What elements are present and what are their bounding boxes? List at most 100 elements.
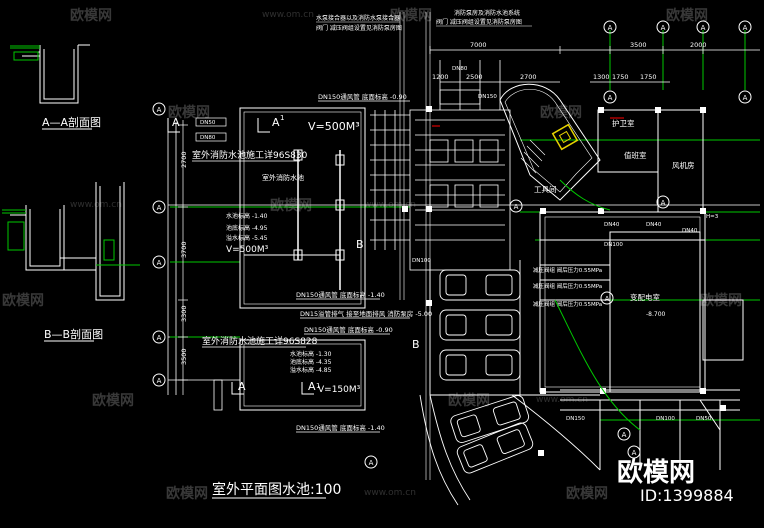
room-labels: 护卫室 值班室 风机房 工具间 变配电室 <box>534 118 695 302</box>
dim-label: 2000 <box>690 41 707 49</box>
stair-steps <box>520 139 546 174</box>
axis-label: A <box>743 24 748 32</box>
pipe-dn: DN40 <box>682 228 698 234</box>
pool-note: 水池标高 -1.40 <box>226 212 268 220</box>
dim-label: 2500 <box>466 73 483 81</box>
axis-bubbles <box>152 20 752 469</box>
upper-pool-name: 室外消防水池 <box>262 173 304 182</box>
room-transformer: 变配电室 <box>630 292 660 302</box>
dim-label: 1750 <box>640 73 657 81</box>
pipe-dn: DN100 <box>656 416 675 422</box>
axis-label: A <box>157 377 162 385</box>
stair-icon <box>551 123 579 151</box>
pipe-dn: DN50 <box>200 120 216 126</box>
top-note: 消防泵房及消防水池系统 <box>454 9 520 17</box>
pipe-dn: DN100 <box>604 242 623 248</box>
building-right <box>499 83 744 470</box>
dim-label: 1750 <box>612 73 629 81</box>
lower-pool-ref: 室外消防水池施工详96S828 <box>202 335 318 347</box>
axis-label: A <box>743 94 748 102</box>
axis-label: A <box>632 449 637 457</box>
room-elev: -8.700 <box>646 311 666 318</box>
dim-label: 2700 <box>180 151 188 168</box>
section-marker-b: B <box>356 238 364 251</box>
pool-note: 水池标高 -1.30 <box>290 350 332 358</box>
axis-label: A <box>157 259 162 267</box>
dim-label: 1300 <box>593 73 610 81</box>
axis-label: A <box>514 203 519 211</box>
watermark-brand: 欧模网 <box>166 486 208 502</box>
section-marker-a: A <box>172 116 180 129</box>
room-guard: 护卫室 <box>612 118 635 128</box>
pipe-dn: DN40 <box>604 222 620 228</box>
section-aa <box>10 44 90 104</box>
pipe-note: 减压阀组 阀后压力0.55MPa <box>533 266 602 274</box>
axis-label: A <box>157 106 162 114</box>
upper-pool <box>239 107 366 309</box>
axis-label: A <box>701 24 706 32</box>
drawing-title: 室外平面图水池:100 <box>212 481 341 498</box>
dim-label: 2700 <box>520 73 537 81</box>
room-tool: 工具间 <box>534 185 557 194</box>
section-marker-a: A <box>308 380 316 393</box>
pipe-dn: DN40 <box>646 222 662 228</box>
pump-room <box>370 60 511 271</box>
room-fan: 风机房 <box>672 160 695 170</box>
dim-label: 3300 <box>180 305 188 322</box>
pipe-note: 减压阀组 阀后压力0.55MPa <box>533 300 602 308</box>
room-duty: 值班室 <box>624 150 647 160</box>
pipe-label: DN15溢管排气 接至地面排风 消防泵房 -5.00 <box>300 309 432 318</box>
axis-label: A <box>608 94 613 102</box>
dim-chain-left <box>178 120 188 395</box>
section-bb <box>2 182 140 301</box>
pool-note: 池底标高 -4.35 <box>290 358 332 366</box>
watermark-url: www.om.cn <box>364 488 416 498</box>
watermark-url: www.om.cn <box>536 395 588 405</box>
pipe-dn: H=3 <box>706 214 719 220</box>
pool-note: 溢水标高 -5.45 <box>226 234 268 242</box>
axis-label: A <box>661 24 666 32</box>
pipe-label: DN150通风管 底面标高 -1.40 <box>296 290 385 299</box>
dim-label: 3700 <box>180 241 188 258</box>
pipe-label: DN150通风管 底面标高 -1.40 <box>296 423 385 432</box>
red-marks <box>432 117 624 127</box>
section-bb-title: B—B剖面图 <box>44 327 103 341</box>
lower-pool-volume: V=150M³ <box>318 385 361 395</box>
dim-label: 3500 <box>630 41 647 49</box>
axis-label: A <box>369 459 374 467</box>
axis-label: A <box>605 295 610 303</box>
axis-label: A <box>608 24 613 32</box>
watermark-brand: 欧模网 <box>566 486 608 502</box>
top-note: 阀门 减压阀组设置见消防泵房图 <box>436 18 522 26</box>
top-note: 阀门 减压阀组设置见消防泵房图 <box>316 24 402 32</box>
pool-note: 溢水标高 -4.85 <box>290 366 332 374</box>
pipe-label: DN150通风管 底面标高 -0.90 <box>318 92 407 101</box>
watermark-brand: 欧模网 <box>448 393 490 409</box>
parking-area <box>419 260 601 506</box>
axis-label: A <box>622 431 627 439</box>
dim-label: 3500 <box>180 348 188 365</box>
pipe-dn: DN150 <box>566 416 585 422</box>
upper-pool-ref: 室外消防水池施工详96S830 <box>192 149 308 161</box>
watermark-brand: 欧模网 <box>2 293 44 309</box>
pool-note: 池底标高 -4.95 <box>226 224 268 232</box>
watermark-url: www.om.cn <box>364 200 416 210</box>
section-aa-title: A—A剖面图 <box>42 115 101 129</box>
axis-label: A <box>157 204 162 212</box>
watermark-brand: 欧模网 <box>270 198 312 214</box>
pipe-dn: DN100 <box>412 258 431 264</box>
section-marker-a: A <box>272 116 280 129</box>
watermark-brand: 欧模网 <box>70 8 112 24</box>
pipe-dn: DN50 <box>696 416 712 422</box>
upper-pool-volume: V=500M³ <box>308 120 360 133</box>
watermark-brand-large: 欧模网 <box>617 458 696 488</box>
watermark-id: ID:1399884 <box>640 486 734 505</box>
lower-pool <box>213 339 366 411</box>
watermark-brand: 欧模网 <box>92 393 134 409</box>
watermark-brand: 欧模网 <box>540 105 582 121</box>
watermark-brand: 欧模网 <box>666 8 708 24</box>
watermark-url: www.om.cn <box>262 10 314 20</box>
dim-label: 7000 <box>470 41 487 49</box>
pipe-label: DN150通风管 底面标高 -0.90 <box>304 325 393 334</box>
